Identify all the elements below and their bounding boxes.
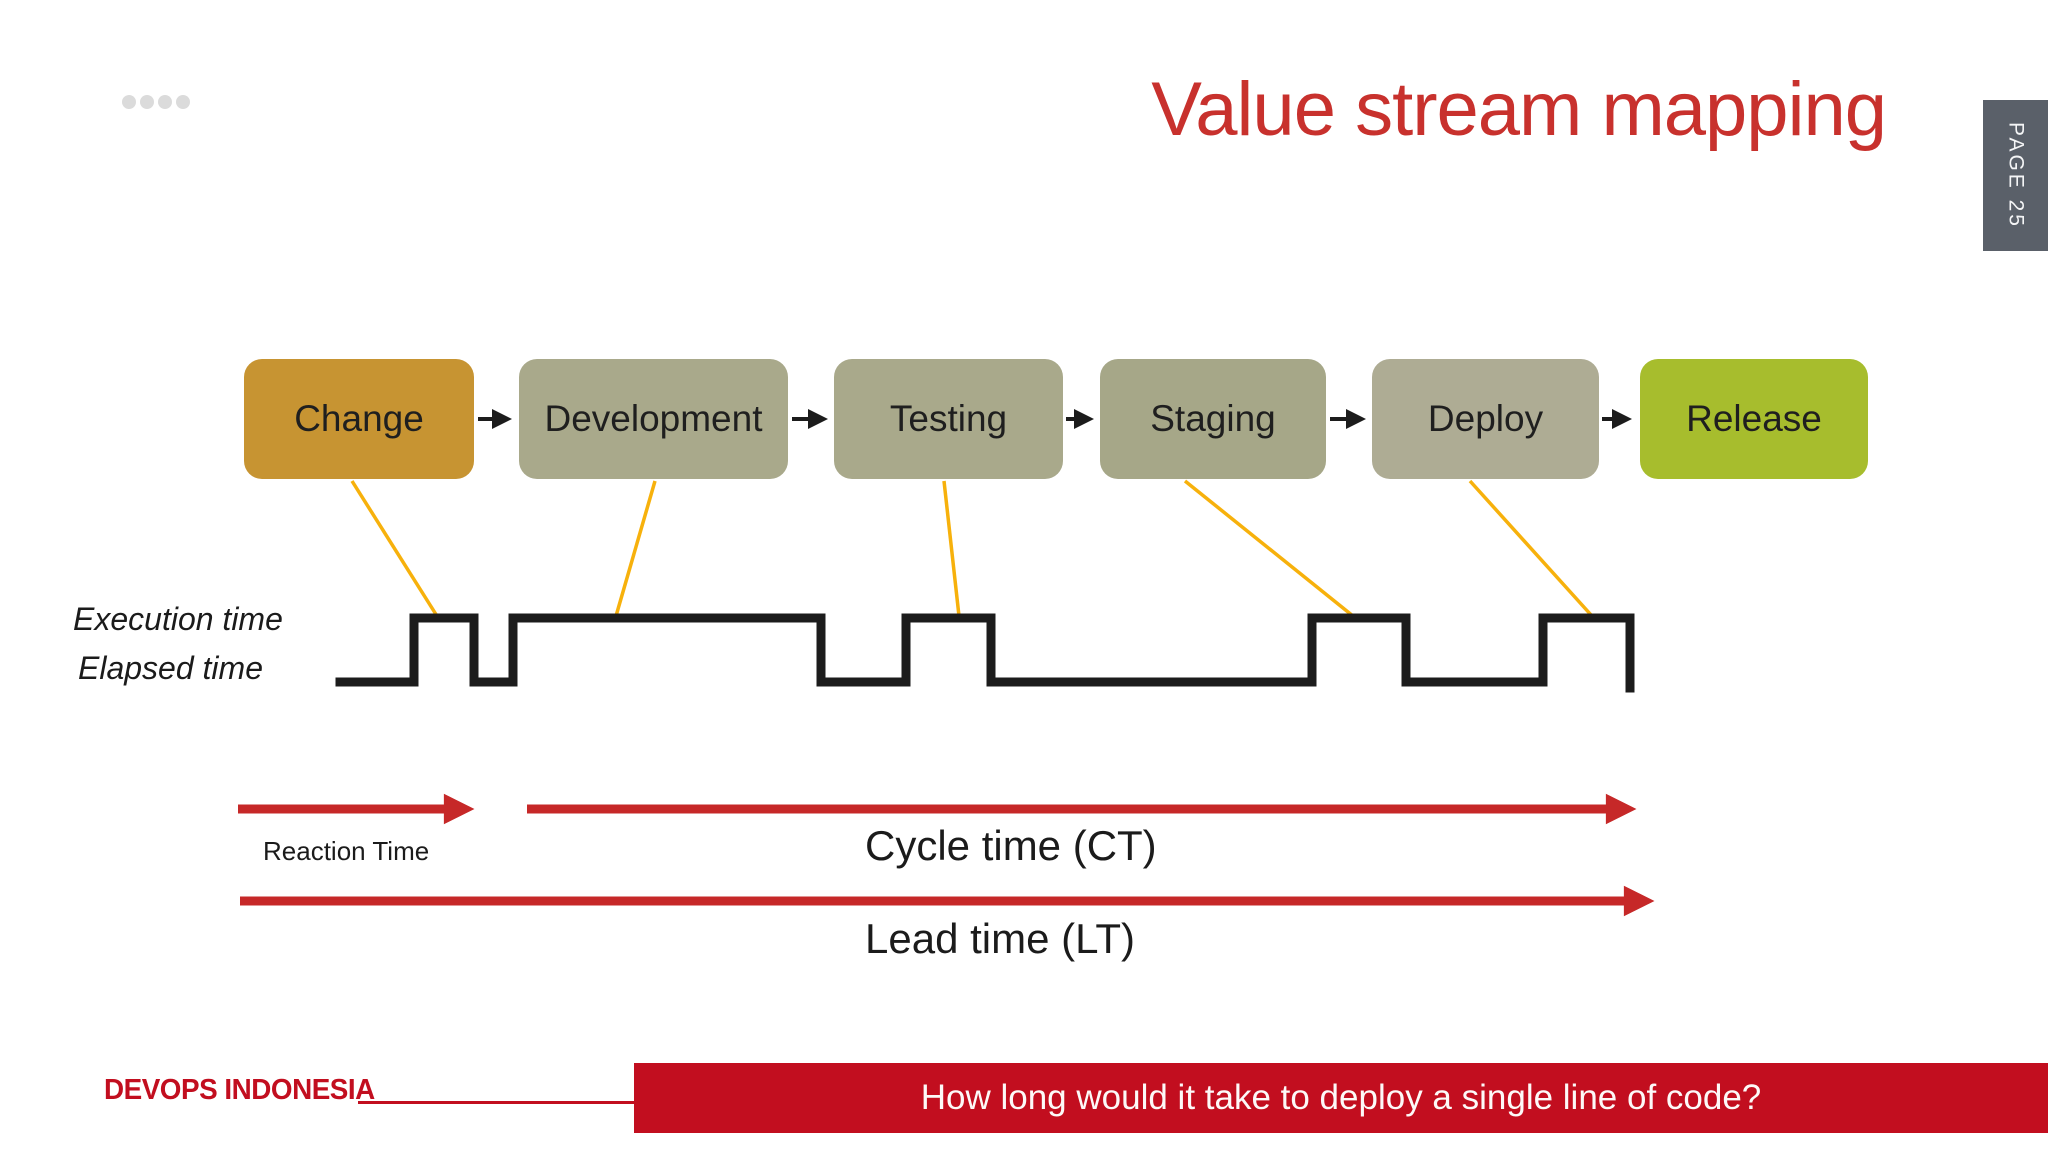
elapsed-time-label: Elapsed time [78, 650, 263, 686]
flow-box-change: Change [244, 359, 474, 479]
question-banner: How long would it take to deploy a singl… [634, 1063, 2048, 1133]
flow-box-development: Development [519, 359, 788, 479]
brand-connector-line [358, 1101, 634, 1104]
cycle-time-label: Cycle time (CT) [865, 822, 1157, 869]
lead-time-label: Lead time (LT) [865, 915, 1135, 962]
page-tab: PAGE 25 [1983, 100, 2048, 251]
brand-label: DEVOPS INDONESIA [104, 1074, 375, 1106]
reaction-time-label: Reaction Time [263, 836, 430, 866]
page-tab-label: PAGE 25 [2004, 122, 2028, 229]
question-banner-text: How long would it take to deploy a singl… [920, 1078, 1762, 1117]
flow-box-testing: Testing [834, 359, 1063, 479]
dot-icon [158, 95, 172, 109]
flow-box-release: Release [1640, 359, 1868, 479]
execution-time-label: Execution time [73, 601, 283, 637]
nav-dots [122, 95, 190, 109]
dot-icon [176, 95, 190, 109]
flow-box-deploy: Deploy [1372, 359, 1599, 479]
dot-icon [140, 95, 154, 109]
flow-box-staging: Staging [1100, 359, 1326, 479]
timing-waveform [335, 613, 1635, 693]
connector-line [350, 479, 1594, 618]
slide-title: Value stream mapping [1151, 67, 1887, 152]
dot-icon [122, 95, 136, 109]
